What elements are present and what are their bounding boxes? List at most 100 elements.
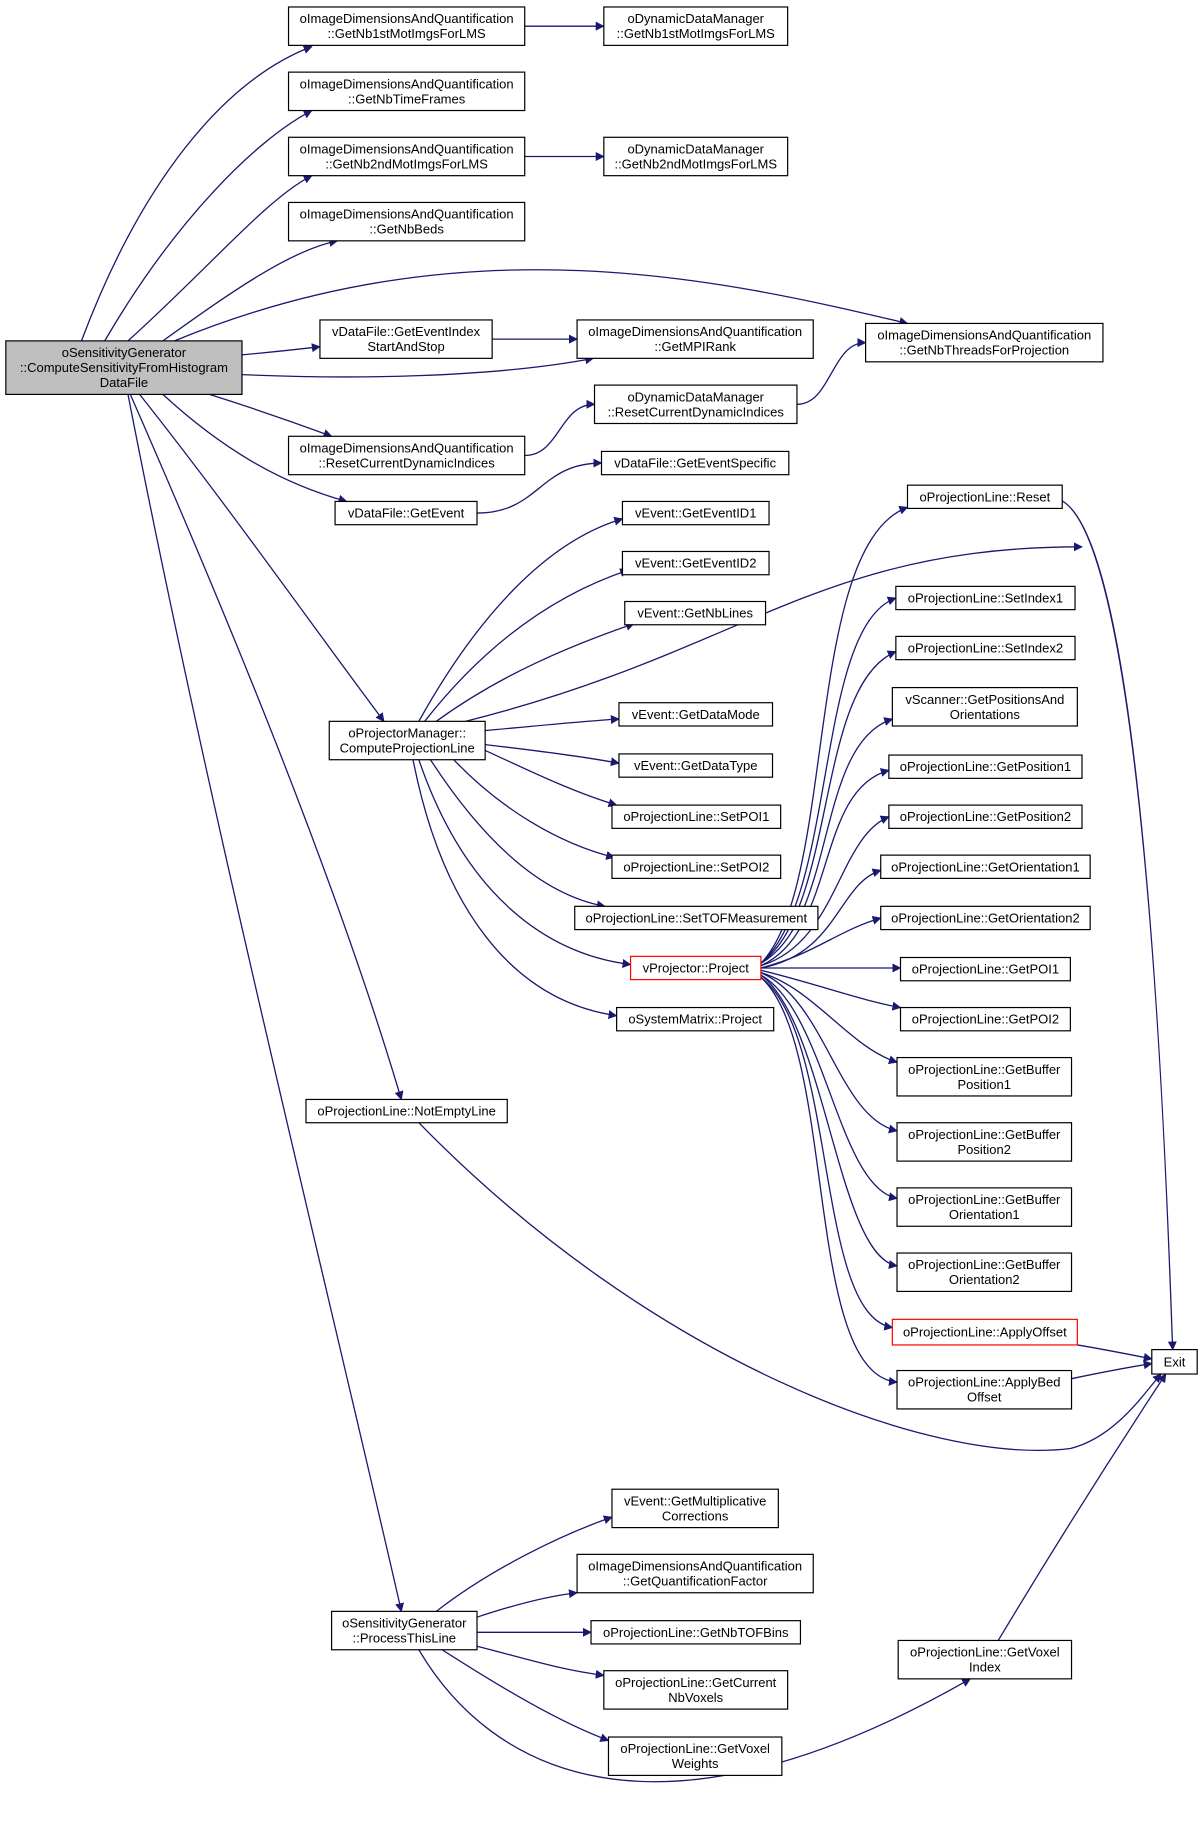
edge-n21-n29 xyxy=(429,759,606,910)
node-n21[interactable]: oProjectorManager::ComputeProjectionLine xyxy=(328,720,486,761)
node-label: oProjectionLine::GetNbTOFBins xyxy=(603,1625,789,1640)
node-box xyxy=(576,1553,814,1594)
node-box xyxy=(603,6,789,46)
node-box xyxy=(880,905,1091,931)
node-box xyxy=(621,550,770,576)
node-box xyxy=(896,1369,1073,1410)
node-n25[interactable]: oProjectionLine::SetPOI1 xyxy=(611,804,782,829)
node-label: ::GetNbBeds xyxy=(369,222,444,237)
node-n27[interactable]: oProjectionLine::SetPOI2 xyxy=(611,854,782,879)
node-box xyxy=(287,201,526,242)
edge-n21-n17 xyxy=(435,621,635,722)
edge-n45-n48 xyxy=(476,1645,605,1679)
node-n1[interactable]: oImageDimensionsAndQuantification::GetNb… xyxy=(287,6,526,46)
node-n29[interactable]: oProjectionLine::SetTOFMeasurement xyxy=(574,905,819,931)
node-label: oImageDimensionsAndQuantification xyxy=(300,141,514,156)
node-n45[interactable]: oSensitivityGenerator::ProcessThisLine xyxy=(330,1610,478,1651)
node-label: Offset xyxy=(967,1390,1002,1405)
node-label: DataFile xyxy=(100,375,148,390)
node-n2[interactable]: oDynamicDataManager::GetNb1stMotImgsForL… xyxy=(603,6,789,46)
node-box xyxy=(328,720,486,761)
node-label: oProjectionLine::GetOrientation2 xyxy=(891,910,1080,925)
node-label: oProjectionLine::GetPosition2 xyxy=(900,809,1071,824)
edge-n31-n42 xyxy=(760,976,898,1386)
node-n40[interactable]: oProjectionLine::ApplyOffset xyxy=(891,1318,1078,1346)
node-root[interactable]: oSensitivityGenerator::ComputeSensitivit… xyxy=(5,340,243,396)
node-label: oProjectionLine::GetBuffer xyxy=(908,1127,1061,1142)
node-n33[interactable]: oSystemMatrix::Project xyxy=(616,1006,775,1032)
edge-n21-n41 xyxy=(465,542,1083,722)
node-n17[interactable]: vEvent::GetNbLines xyxy=(624,600,767,626)
node-box xyxy=(330,1610,478,1651)
node-label: ::ResetCurrentDynamicIndices xyxy=(608,404,785,419)
edge-root-n45 xyxy=(127,394,404,1613)
node-n11[interactable]: oImageDimensionsAndQuantification::Reset… xyxy=(287,435,526,476)
node-n10[interactable]: oDynamicDataManager::ResetCurrentDynamic… xyxy=(593,384,798,425)
node-label: oDynamicDataManager xyxy=(627,389,764,404)
node-n46[interactable]: oProjectionLine::GetNbTOFBins xyxy=(590,1620,802,1645)
node-n16[interactable]: vEvent::GetEventID2 xyxy=(621,550,770,576)
node-box xyxy=(574,905,819,931)
node-box xyxy=(896,1187,1073,1227)
node-label: ::GetNb1stMotImgsForLMS xyxy=(617,26,776,41)
node-n13[interactable]: vDataFile::GetEvent xyxy=(334,500,478,526)
node-n18[interactable]: oProjectionLine::SetIndex1 xyxy=(895,585,1076,611)
node-label: vEvent::GetNbLines xyxy=(637,606,753,621)
node-n12[interactable]: vDataFile::GetEventSpecific xyxy=(600,450,790,476)
edge-n36-n41 xyxy=(418,1122,1162,1452)
node-n5[interactable]: oDynamicDataManager::GetNb2ndMotImgsForL… xyxy=(603,136,789,177)
node-n28[interactable]: oProjectionLine::GetOrientation1 xyxy=(880,854,1091,879)
edge-root-n1 xyxy=(80,45,313,342)
node-n22[interactable]: vEvent::GetDataMode xyxy=(618,702,774,727)
node-n3[interactable]: oImageDimensionsAndQuantification::GetNb… xyxy=(287,71,526,112)
node-n44[interactable]: oImageDimensionsAndQuantification::GetQu… xyxy=(576,1553,814,1594)
node-label: oProjectionLine::GetOrientation1 xyxy=(891,859,1080,874)
node-n7[interactable]: oImageDimensionsAndQuantification::GetNb… xyxy=(865,322,1104,363)
edge-n31-n37 xyxy=(760,972,898,1134)
node-label: vScanner::GetPositionsAnd xyxy=(905,692,1064,707)
edge-n31-n20 xyxy=(760,717,894,964)
edge-n45-n47 xyxy=(418,1649,972,1783)
node-n36[interactable]: oProjectionLine::NotEmptyLine xyxy=(305,1098,508,1124)
node-n15[interactable]: vEvent::GetEventID1 xyxy=(621,500,770,526)
node-n19[interactable]: oProjectionLine::SetIndex2 xyxy=(895,635,1076,661)
node-label: oImageDimensionsAndQuantification xyxy=(300,440,514,455)
node-n31[interactable]: vProjector::Project xyxy=(629,955,762,981)
node-n32[interactable]: oProjectionLine::GetPOI1 xyxy=(899,956,1071,982)
node-n26[interactable]: oProjectionLine::GetPosition2 xyxy=(888,804,1083,829)
node-label: vEvent::GetEventID2 xyxy=(635,556,756,571)
node-label: ::GetNb2ndMotImgsForLMS xyxy=(325,156,488,171)
node-n4[interactable]: oImageDimensionsAndQuantification::GetNb… xyxy=(287,136,526,177)
node-n9[interactable]: oImageDimensionsAndQuantification::GetMP… xyxy=(576,319,814,359)
node-label: vEvent::GetDataType xyxy=(634,758,758,773)
node-n6[interactable]: oImageDimensionsAndQuantification::GetNb… xyxy=(287,201,526,242)
node-label: ::GetQuantificationFactor xyxy=(623,1574,768,1589)
node-n41[interactable]: Exit xyxy=(1151,1348,1198,1375)
node-n34[interactable]: oProjectionLine::GetPOI2 xyxy=(899,1006,1071,1032)
edge-n31-n35 xyxy=(760,972,898,1065)
node-box xyxy=(5,340,243,396)
node-n24[interactable]: oProjectionLine::GetPosition1 xyxy=(888,754,1083,779)
edge-n21-n27 xyxy=(453,759,616,860)
edge-root-n6 xyxy=(162,238,339,342)
node-box xyxy=(624,600,767,626)
node-n23[interactable]: vEvent::GetDataType xyxy=(618,753,774,778)
node-box xyxy=(616,1006,775,1032)
node-label: Orientation1 xyxy=(949,1207,1020,1222)
node-n30[interactable]: oProjectionLine::GetOrientation2 xyxy=(880,905,1091,931)
node-label: oProjectionLine::GetVoxel xyxy=(620,1741,770,1756)
node-label: ::ProcessThisLine xyxy=(353,1631,456,1646)
node-label: Position1 xyxy=(958,1077,1011,1092)
node-n14[interactable]: oProjectionLine::Reset xyxy=(906,484,1063,510)
